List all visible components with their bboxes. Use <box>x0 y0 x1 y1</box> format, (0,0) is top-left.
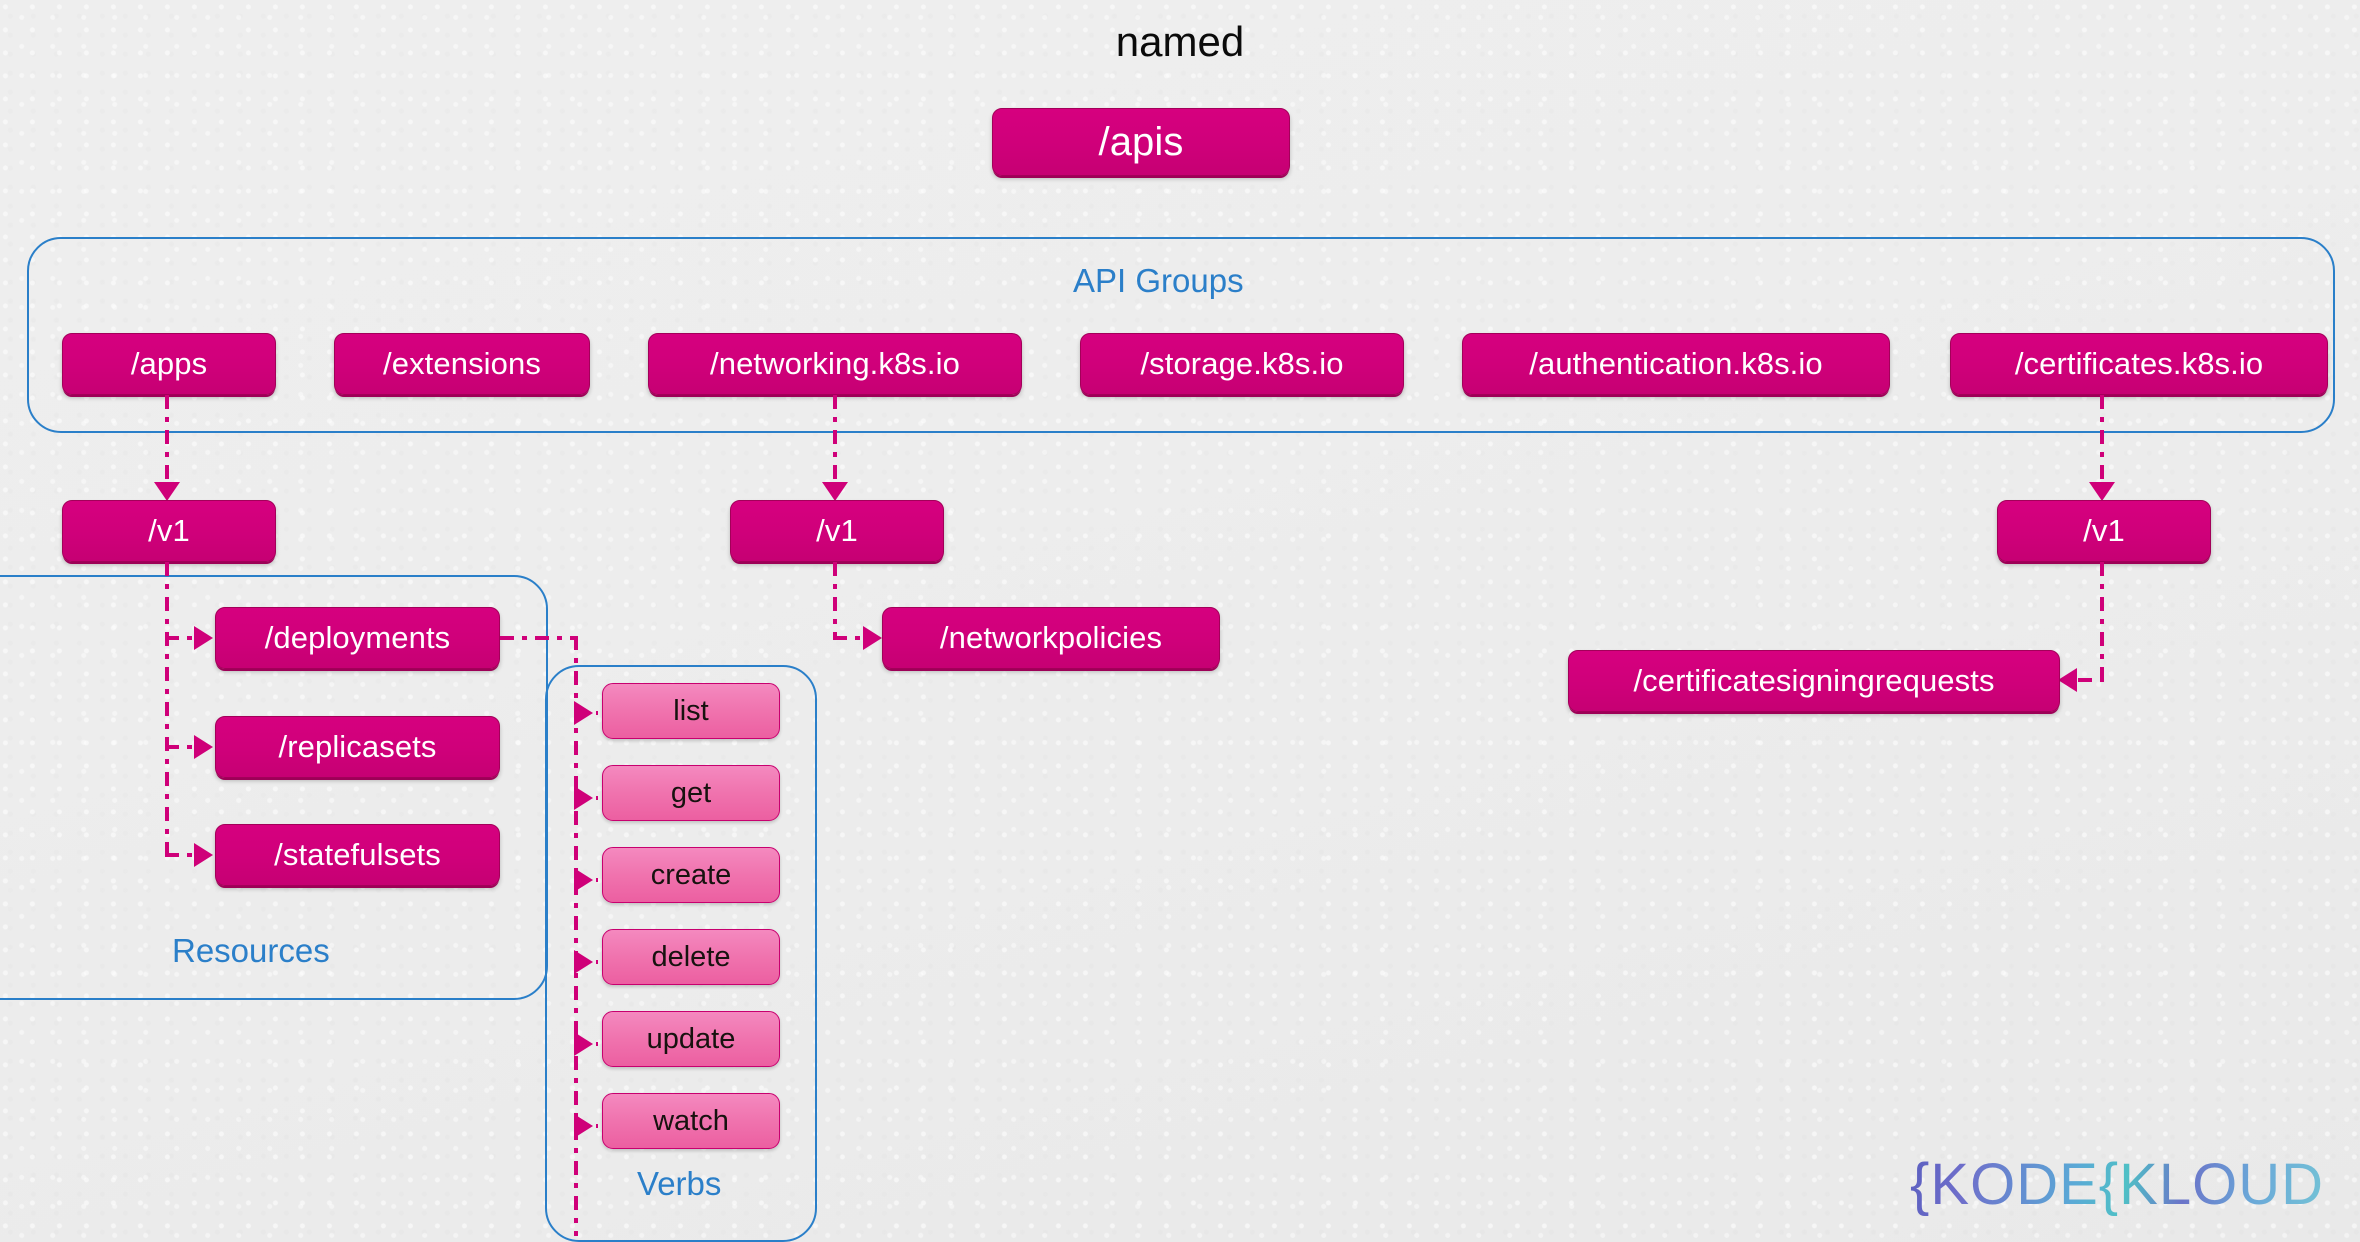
arrow-to-get <box>574 786 593 810</box>
node-resource-deployments[interactable]: /deployments <box>215 607 500 669</box>
logo-k-1: K <box>1930 1152 1971 1217</box>
node-version-certificates-v1[interactable]: /v1 <box>1997 500 2211 562</box>
node-verb-update[interactable]: update <box>602 1011 780 1067</box>
resources-container <box>0 575 548 1000</box>
connector-certificates-to-v1 <box>2100 395 2104 495</box>
node-resource-replicasets[interactable]: /replicasets <box>215 716 500 778</box>
connector-networking-to-v1 <box>833 395 837 495</box>
logo-k-2: K <box>2119 1152 2159 1217</box>
logo-brace-2: { <box>2098 1152 2120 1217</box>
node-verb-get[interactable]: get <box>602 765 780 821</box>
logo-loud: LOUD <box>2158 1152 2324 1217</box>
resources-label: Resources <box>172 932 330 969</box>
connector-v1-to-resources-trunk <box>165 562 169 862</box>
arrow-to-deployments <box>194 626 213 650</box>
page-title: named <box>1115 18 1245 65</box>
verbs-container <box>545 665 817 1242</box>
node-group-authentication[interactable]: /authentication.k8s.io <box>1462 333 1890 395</box>
node-verb-create[interactable]: create <box>602 847 780 903</box>
node-version-networking-v1[interactable]: /v1 <box>730 500 944 562</box>
arrow-to-delete <box>574 950 593 974</box>
connector-csr-horizontal <box>2078 678 2104 682</box>
arrow-to-create <box>574 868 593 892</box>
logo-brace-1: { <box>1910 1152 1931 1217</box>
node-verb-delete[interactable]: delete <box>602 929 780 985</box>
connector-apps-to-v1 <box>165 395 169 495</box>
node-resource-networkpolicies[interactable]: /networkpolicies <box>882 607 1220 669</box>
arrow-networking-to-v1 <box>822 482 848 501</box>
node-verb-list[interactable]: list <box>602 683 780 739</box>
arrow-to-networkpolicies <box>863 626 882 650</box>
arrow-to-update <box>574 1032 593 1056</box>
connector-branch-replicasets <box>165 745 201 749</box>
connector-branch-deployments <box>165 636 201 640</box>
node-group-certificates[interactable]: /certificates.k8s.io <box>1950 333 2328 395</box>
node-apis[interactable]: /apis <box>992 108 1290 176</box>
node-group-storage[interactable]: /storage.k8s.io <box>1080 333 1404 395</box>
connector-verbs-trunk <box>574 636 578 1236</box>
arrow-to-list <box>574 701 593 725</box>
connector-deployments-to-verbs <box>500 636 578 640</box>
connector-branch-statefulsets <box>165 853 201 857</box>
verbs-label: Verbs <box>637 1165 722 1202</box>
arrow-apps-to-v1 <box>154 482 180 501</box>
connector-certificates-v1-to-csr <box>2100 562 2104 684</box>
arrow-to-statefulsets <box>194 843 213 867</box>
node-resource-statefulsets[interactable]: /statefulsets <box>215 824 500 886</box>
node-group-apps[interactable]: /apps <box>62 333 276 395</box>
node-version-apps-v1[interactable]: /v1 <box>62 500 276 562</box>
connector-networking-v1-to-networkpolicies <box>833 562 837 638</box>
arrow-to-replicasets <box>194 735 213 759</box>
connector-networkpolicies-horizontal <box>833 636 875 640</box>
node-group-extensions[interactable]: /extensions <box>334 333 590 395</box>
api-groups-label: API Groups <box>1073 262 1244 299</box>
node-verb-watch[interactable]: watch <box>602 1093 780 1149</box>
arrow-to-watch <box>574 1114 593 1138</box>
kodekloud-logo: {KODE{KLOUD <box>1910 1151 2324 1218</box>
logo-ode: ODE <box>1970 1152 2099 1217</box>
node-group-networking[interactable]: /networking.k8s.io <box>648 333 1022 395</box>
arrow-certificates-to-v1 <box>2089 482 2115 501</box>
api-groups-container <box>27 237 2335 433</box>
arrow-to-csr <box>2058 668 2077 692</box>
node-resource-certificatesigningrequests[interactable]: /certificatesigningrequests <box>1568 650 2060 712</box>
